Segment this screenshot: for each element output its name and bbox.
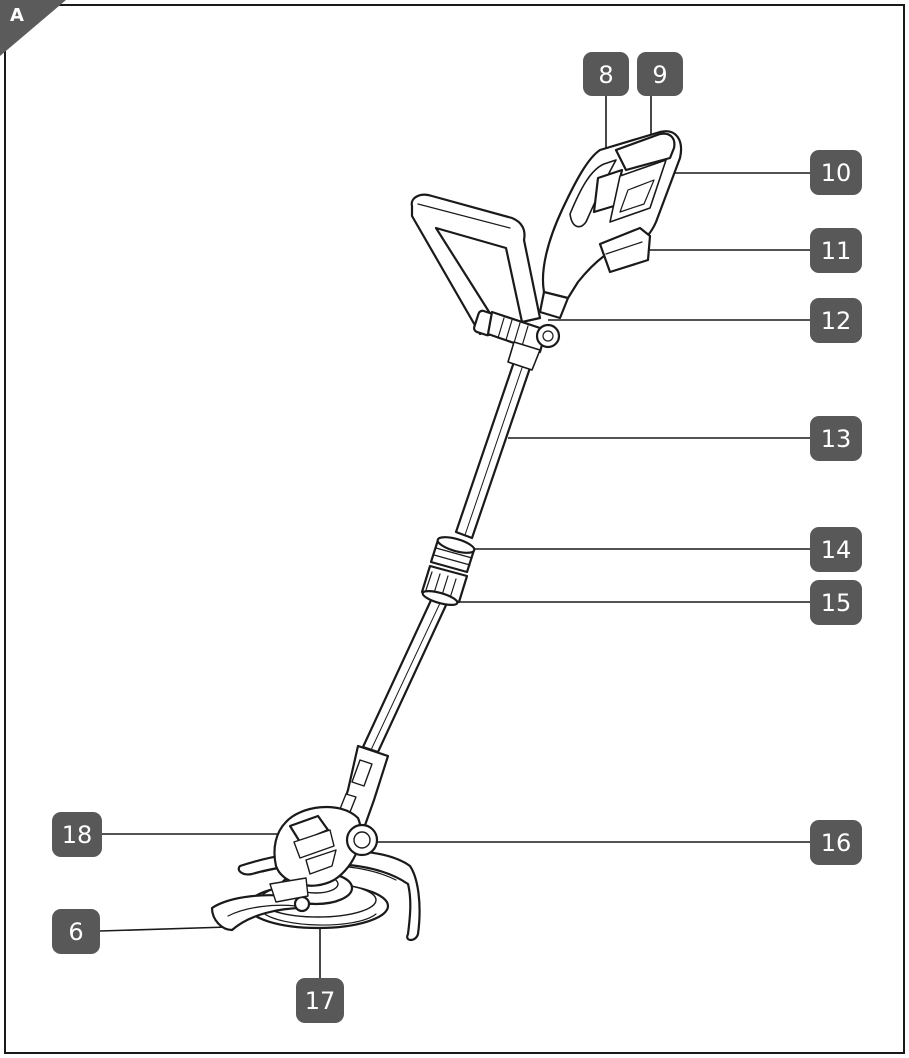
callouts: 8 9 10 11 12 13 14 15 <box>52 52 862 1023</box>
callout-6: 6 <box>52 909 100 954</box>
callout-13: 13 <box>810 416 862 461</box>
callout-label-12: 12 <box>821 307 852 335</box>
callout-label-14: 14 <box>821 536 852 564</box>
callout-label-13: 13 <box>821 425 852 453</box>
upper-shaft <box>454 354 534 540</box>
callout-8: 8 <box>583 52 629 96</box>
figure-letter: A <box>10 5 24 26</box>
callout-label-18: 18 <box>62 821 93 849</box>
telescopic-collar <box>429 536 476 574</box>
callout-label-10: 10 <box>821 159 852 187</box>
callout-9: 9 <box>637 52 683 96</box>
guard <box>237 849 421 942</box>
callout-label-15: 15 <box>821 589 852 617</box>
callout-15: 15 <box>810 580 862 625</box>
flower-guard <box>210 894 306 932</box>
auxiliary-handle <box>410 193 542 336</box>
callout-16: 16 <box>810 820 862 865</box>
figure-frame <box>4 4 905 1054</box>
callout-label-9: 9 <box>652 61 667 89</box>
lower-shaft <box>361 596 449 754</box>
callout-17: 17 <box>296 978 344 1023</box>
callout-label-17: 17 <box>305 987 336 1015</box>
callout-label-11: 11 <box>821 237 852 265</box>
callout-label-16: 16 <box>821 829 852 857</box>
callout-18: 18 <box>52 812 102 857</box>
handle-top-cap <box>614 132 676 172</box>
callout-11: 11 <box>810 228 862 273</box>
callout-12: 12 <box>810 298 862 343</box>
handle-clamp <box>472 309 561 371</box>
locking-nut <box>420 564 469 607</box>
callout-label-8: 8 <box>598 61 613 89</box>
callout-label-6: 6 <box>68 918 83 946</box>
leader-line-6 <box>99 926 229 932</box>
callout-14: 14 <box>810 527 862 572</box>
string-trimmer-icon <box>210 130 683 942</box>
battery-slot <box>598 226 652 274</box>
callout-10: 10 <box>810 150 862 195</box>
